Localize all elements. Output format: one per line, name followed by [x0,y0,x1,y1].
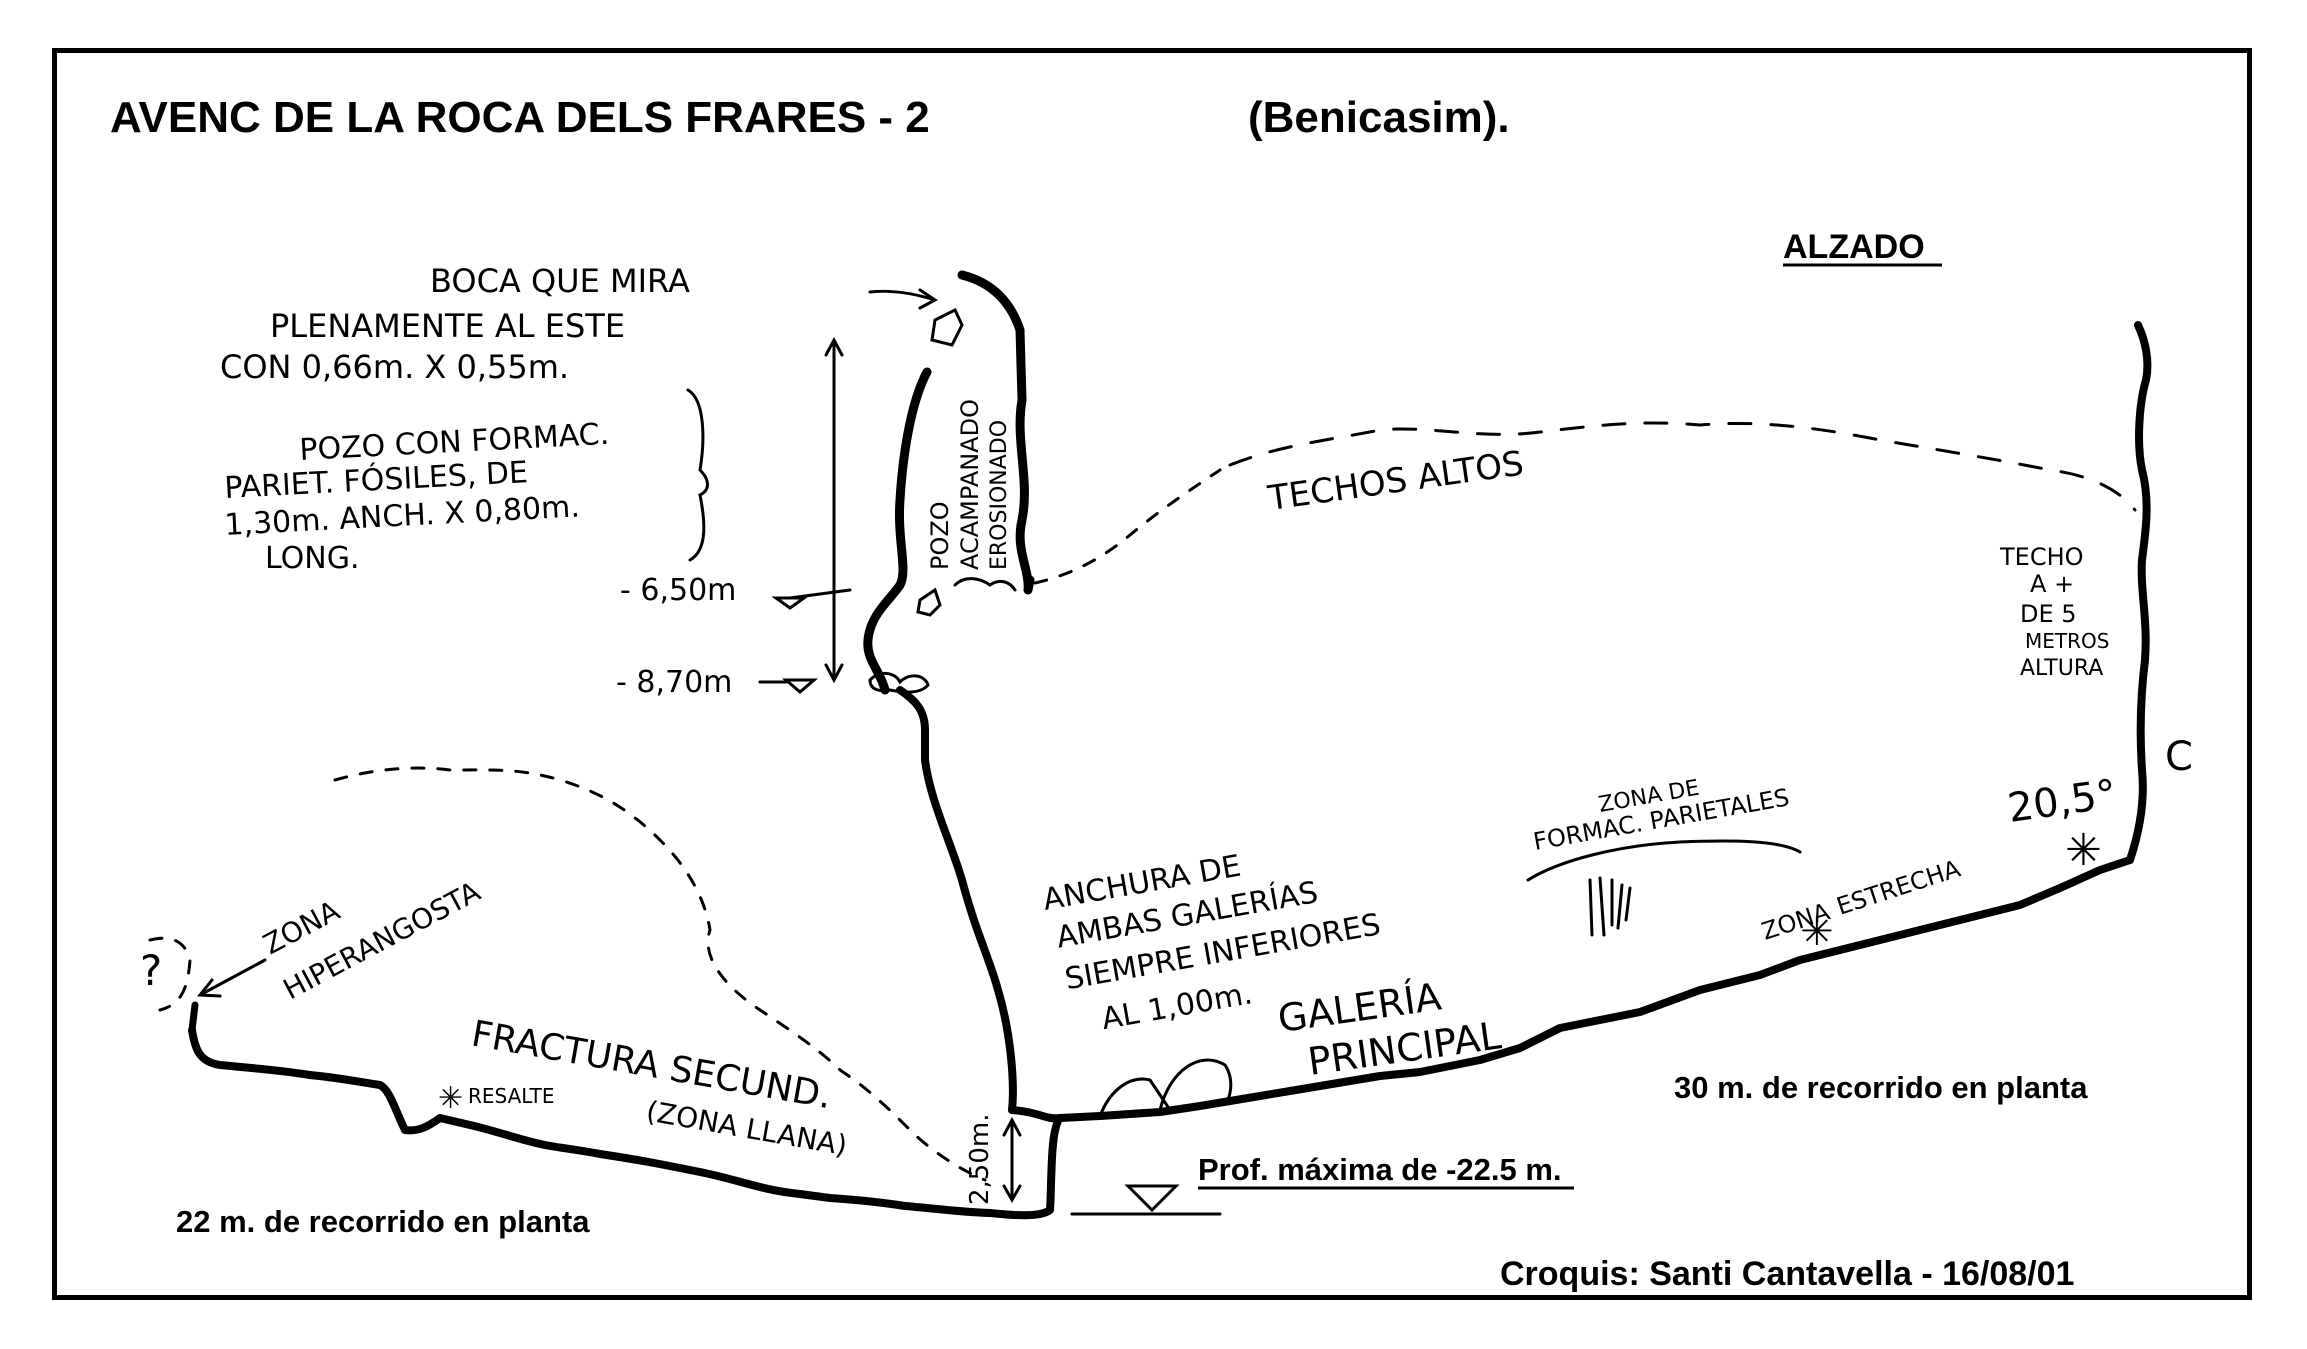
stalactites-icon [1588,876,1632,937]
sheet-border [52,48,2252,1300]
diagram-subtitle: (Benicasim). [1248,93,1510,142]
right-gallery-length: 30 m. de recorrido en planta [1674,1070,2088,1105]
hypernarrow-arrow [196,958,267,998]
main-gallery-floor [1056,856,2134,1122]
pozo-note-line4: LONG. [265,541,359,576]
depth-label-650: - 6,50m [620,573,736,608]
boca-note-line2: PLENAMENTE AL ESTE [270,307,625,345]
boulder-pile [868,672,930,694]
step-height-label: 2,50m. [965,1114,995,1205]
high-ceilings-label: TECHOS ALTOS [1265,443,1526,519]
view-label: ALZADO [1783,228,1925,266]
floor-boulder-a [1098,1077,1172,1118]
entrance-boulder [930,307,964,347]
entrance-arrow [868,288,938,310]
depth-scale-bottom-arrow [824,663,844,684]
step-measure-bottom-arrow [1002,1184,1022,1204]
depth-marker-650 [771,588,852,610]
survey-credits: Croquis: Santi Cantavella - 16/08/01 [1500,1255,2074,1293]
ledge-rocks [953,577,1017,592]
shaft-ceiling-dashed [1033,468,1222,585]
ceiling-note-line4: METROS [2025,629,2109,653]
shaft-left-wall [863,367,932,695]
shaft-right-wall [957,270,1035,595]
secondary-ceiling-dashed [333,766,987,1182]
formations-zone-bracket [1526,839,1802,882]
shaft-lower-wall [896,686,1017,1114]
depth-scale-top-arrow [824,336,844,357]
ceiling-note-line3: DE 5 [2020,600,2077,628]
left-end-wall [188,1001,199,1034]
shaft-label-line1: POZO [926,501,954,570]
max-depth-marker [1070,1184,1222,1216]
unknown-continuation-mark: ? [140,946,162,995]
narrow-zone-outline [148,936,192,1012]
shaft-label-line3: EROSIONADO [987,420,1012,570]
pozo-bracket [686,388,709,562]
ceiling-note-line5: ALTURA [2020,656,2103,681]
narrow-zone-asterisk: ✳ [1800,909,1834,955]
step-measure-top-arrow [1002,1116,1022,1137]
lowest-point-wall [986,1114,1064,1220]
ledge-asterisk: ✳ [438,1081,463,1116]
ceiling-note-line2: A + [2030,570,2074,598]
shaft-vertical-label: POZO ACAMPANADO EROSIONADO [926,399,1012,570]
depth-label-870: - 8,70m [616,665,732,700]
diagram-title: AVENC DE LA ROCA DELS FRARES - 2 [110,93,930,142]
ledge-label: RESALTE [468,1084,555,1108]
high-ceilings-dashed [1228,421,2137,512]
ledge-boulder [916,587,942,617]
boca-note-line3: CON 0,66m. X 0,55m. [220,348,569,386]
boca-note-line1: BOCA QUE MIRA [430,262,690,300]
shaft-label-line2: ACAMPANADO [956,399,984,570]
temperature-unit: C [2165,734,2193,780]
shaft-bottom-step [1008,1106,1064,1123]
ceiling-note-line1: TECHO [1999,543,2084,571]
gallery-end-wall [2126,321,2152,864]
depth-marker-870 [758,678,819,694]
max-depth-label: Prof. máxima de -22.5 m. [1198,1152,1562,1187]
temperature-value: 20,5° [2005,771,2119,832]
secondary-fracture-floor [188,1026,994,1217]
narrow-zone-label-line2: ESTRECHA [1833,854,1964,920]
floor-boulder-b [1158,1058,1233,1112]
left-gallery-length: 22 m. de recorrido en planta [176,1204,590,1239]
temperature-asterisk: ✳ [2065,825,2102,876]
